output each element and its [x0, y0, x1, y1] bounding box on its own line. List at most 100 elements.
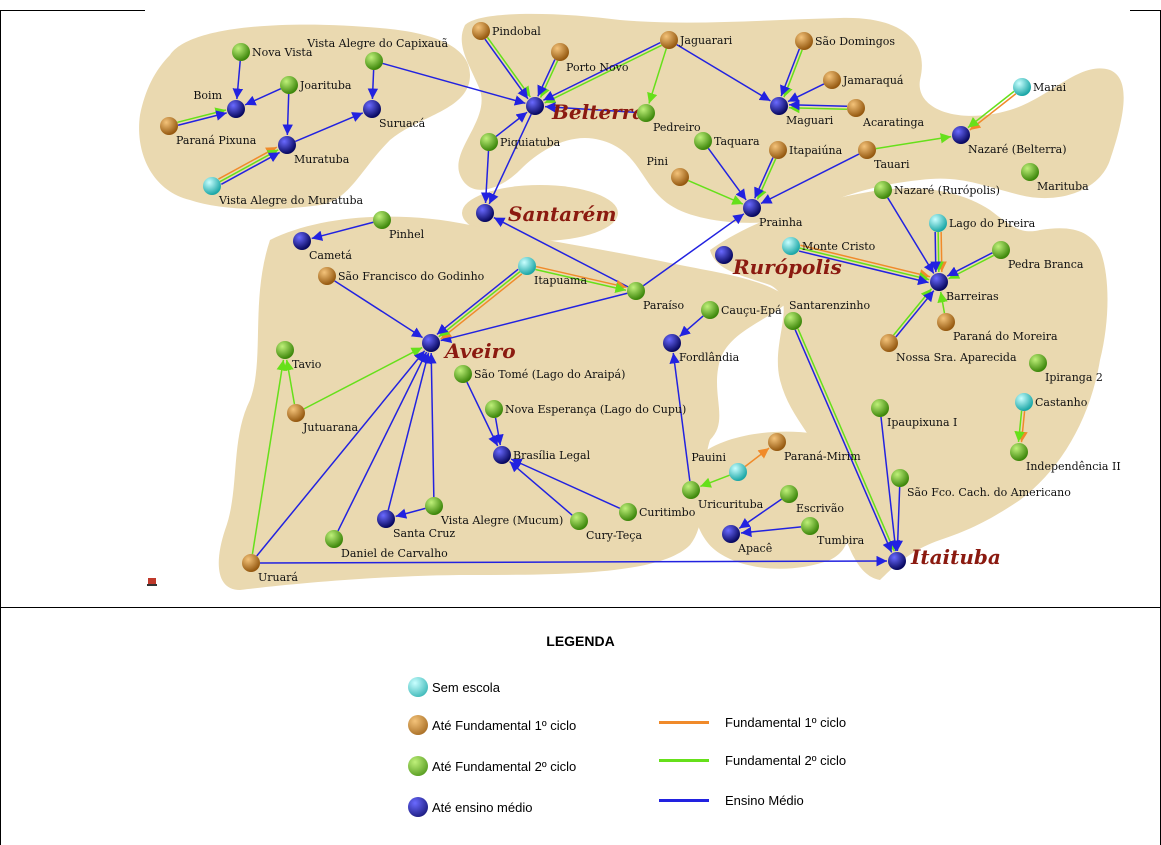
- edge-itapuama-to-aveiro-fund2: [438, 271, 521, 338]
- edge-joarituba-to-boim-medio: [244, 88, 282, 106]
- node-sao_domingos: São Domingos: [795, 32, 895, 50]
- node-vista_alegre_mucum: Vista Alegre (Mucum): [425, 497, 563, 527]
- node-ipaupixuna-label: Ipaupixuna I: [887, 416, 957, 429]
- edge-tauari-to-prainha-medio: [760, 153, 860, 205]
- node-parana_pixuna-label: Paraná Pixuna: [176, 134, 257, 147]
- node-curitimbo-ball-icon: [619, 503, 637, 521]
- land-region-aveiro: [218, 216, 791, 590]
- edge-piquiatuba-to-santarem-medio: [480, 150, 492, 204]
- node-pauini: Pauini: [691, 451, 747, 481]
- node-nossa_sra: Nossa Sra. Aparecida: [880, 334, 1017, 364]
- node-apace: Apacê: [722, 525, 772, 555]
- edge-muratuba-to-suruaca-medio: [294, 112, 364, 143]
- node-nazare_belterra-label: Nazaré (Belterra): [968, 143, 1067, 156]
- node-nazare_ruropolis-ball-icon: [874, 181, 892, 199]
- node-uricurituba-ball-icon: [682, 481, 700, 499]
- node-sao_domingos-label: São Domingos: [815, 35, 895, 48]
- edge-castanho-to-independencia2-fund2: [1014, 410, 1025, 442]
- node-sao_domingos-ball-icon: [795, 32, 813, 50]
- node-brasilia_legal-ball-icon: [493, 446, 511, 464]
- node-vista_alegre_mucum-ball-icon: [425, 497, 443, 515]
- edge-paraiso-to-aveiro-medio: [440, 292, 628, 344]
- edge-nova_vista-to-boim-medio: [232, 60, 244, 100]
- node-sao_fco_cach-label: São Fco. Cach. do Americano: [907, 486, 1071, 499]
- left-border: [0, 10, 1, 845]
- node-tauari-ball-icon: [858, 141, 876, 159]
- node-taquara-ball-icon: [694, 132, 712, 150]
- legend-medio-label: Até ensino médio: [432, 799, 533, 815]
- node-escrivao-label: Escrivão: [796, 502, 844, 515]
- node-uricurituba-label: Uricurituba: [698, 498, 764, 511]
- edge-ipaupixuna-to-itaituba-medio: [880, 416, 900, 552]
- node-tumbira-label: Tumbira: [817, 534, 865, 547]
- node-cury_teca: Cury-Teça: [570, 512, 642, 542]
- edge-itapuama-to-paraiso-fund2: [535, 268, 627, 293]
- node-santarenzinho-label: Santarenzinho: [789, 299, 870, 312]
- legend-fund2-label: Até Fundamental 2º ciclo: [432, 758, 577, 774]
- node-taquara: Taquara: [694, 132, 760, 150]
- node-escrivao-ball-icon: [780, 485, 798, 503]
- node-ipiranga2-ball-icon: [1029, 354, 1047, 372]
- edge-paraiso-to-santarem-medio: [493, 216, 629, 288]
- edge-acaratinga-to-maguari-medio: [789, 99, 848, 111]
- node-suruaca-label: Suruacá: [379, 117, 426, 130]
- edge-fund1-line-icon: [659, 721, 709, 724]
- node-jutuarana-ball-icon: [287, 404, 305, 422]
- node-sao_francisco: São Francisco do Godinho: [318, 267, 485, 285]
- edge-monte_cristo-to-barreiras-fund1: [800, 244, 931, 280]
- node-monte_cristo: Monte Cristo: [782, 237, 876, 255]
- legend-edge-fund2-label: Fundamental 2º ciclo: [725, 753, 847, 768]
- node-apace-ball-icon: [722, 525, 740, 543]
- node-sao_tome-label: São Tomé (Lago do Araipá): [474, 368, 625, 381]
- node-pindobal-ball-icon: [472, 22, 490, 40]
- node-porto_novo-ball-icon: [551, 43, 569, 61]
- node-brasilia_legal-label: Brasília Legal: [513, 449, 591, 462]
- node-sao_fco_cach-ball-icon: [891, 469, 909, 487]
- edge-daniel_carvalho-to-aveiro-medio: [337, 351, 428, 532]
- node-maguari-ball-icon: [770, 97, 788, 115]
- node-sao_tome: São Tomé (Lago do Araipá): [454, 365, 625, 383]
- node-curitimbo-label: Curitimbo: [639, 506, 696, 519]
- node-pedreiro: Pedreiro: [637, 104, 701, 134]
- land-region-boim: [139, 24, 471, 210]
- legend-edge-medio-label: Ensino Médio: [725, 793, 804, 808]
- node-vista_alegre_muratuba-label: Vista Alegre do Muratuba: [218, 194, 364, 207]
- edge-pinhel-to-cameta-medio: [311, 221, 374, 241]
- legend-fund2: Até Fundamental 2º ciclo: [408, 756, 576, 776]
- node-jamaraqua-label: Jamaraquá: [842, 74, 904, 87]
- node-parana_pixuna-ball-icon: [160, 117, 178, 135]
- edge-vista_alegre_capixaua-to-suruaca-medio: [367, 69, 379, 100]
- legend-edge-fund1-label: Fundamental 1º ciclo: [725, 715, 847, 730]
- node-pedra_branca-label: Pedra Branca: [1008, 258, 1084, 271]
- node-acaratinga: Acaratinga: [847, 99, 925, 129]
- edge-pauini-to-parana_mirim-fund1: [744, 447, 770, 468]
- node-fordlandia-ball-icon: [663, 334, 681, 352]
- legend-edge-fund1: Fundamental 1º ciclo: [659, 715, 846, 730]
- edges-layer: [177, 36, 1028, 567]
- node-nova_esperanca: Nova Esperança (Lago do Cupu): [485, 400, 686, 418]
- node-ipaupixuna-ball-icon: [871, 399, 889, 417]
- edge-vista_alegre_mucum-to-santa_cruz-medio: [395, 507, 426, 519]
- node-prainha-label: Prainha: [759, 216, 803, 229]
- legend-edge-medio: Ensino Médio: [659, 793, 804, 808]
- edge-tumbira-to-apace-medio: [740, 526, 802, 538]
- node-tavio-ball-icon: [276, 341, 294, 359]
- node-pauini-ball-icon: [729, 463, 747, 481]
- node-daniel_carvalho-label: Daniel de Carvalho: [341, 547, 448, 560]
- node-caucu_epa-label: Cauçu-Epá: [721, 304, 782, 317]
- node-cameta: Cametá: [293, 232, 352, 262]
- edge-fund2-line-icon: [659, 759, 709, 762]
- edge-uruara-to-aveiro-medio: [256, 350, 426, 557]
- node-nossa_sra-label: Nossa Sra. Aparecida: [896, 351, 1017, 364]
- node-independencia2-label: Independência II: [1026, 460, 1121, 473]
- node-nazare_ruropolis: Nazaré (Rurópolis): [874, 181, 1000, 199]
- edge-jutuarana-to-aveiro-fund2: [303, 346, 423, 410]
- edge-parana_moreira-to-barreiras-fund2: [937, 291, 948, 314]
- fund1-ball-icon: [408, 715, 428, 735]
- edge-itapaiuna-to-prainha-medio: [754, 157, 774, 199]
- node-sao_fco_cach: São Fco. Cach. do Americano: [891, 469, 1071, 499]
- node-porto_novo: Porto Novo: [551, 43, 629, 74]
- node-santa_cruz-label: Santa Cruz: [393, 527, 455, 540]
